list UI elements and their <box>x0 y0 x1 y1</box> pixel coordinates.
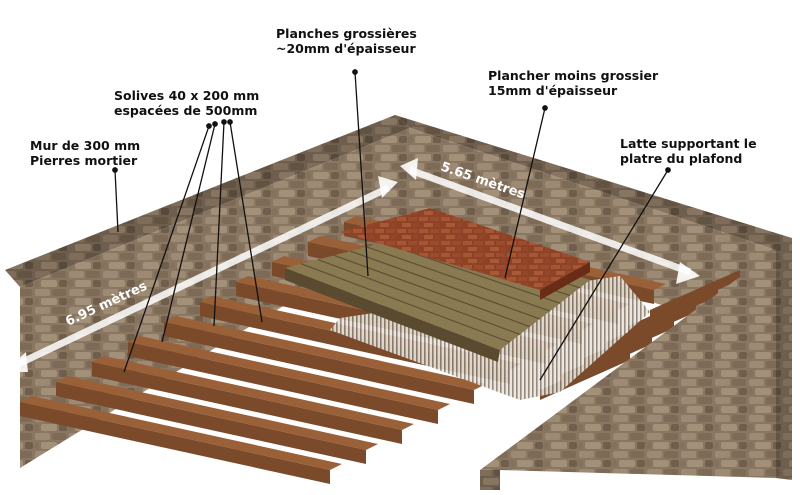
leader-wall <box>114 169 119 233</box>
label-joists-line2: espacées de 500mm <box>114 103 258 118</box>
arrowhead-back-icon <box>400 158 418 180</box>
wall-front-right <box>480 250 776 478</box>
finer-floor-edge <box>540 262 590 300</box>
wall-corner <box>480 470 500 490</box>
dimension-arrow-length <box>4 176 398 372</box>
label-joists: Solives 40 x 200 mm espacées de 500mm <box>114 88 259 118</box>
wall-top-left <box>5 115 410 287</box>
wall-top-front-right <box>776 238 792 480</box>
joist-top <box>56 376 378 450</box>
leader-joist-1 <box>123 125 210 373</box>
rough-planks-edge <box>285 268 500 362</box>
leader-finer-floor <box>504 107 546 279</box>
label-rough-planks-line1: Planches grossières <box>276 26 417 41</box>
dimension-arrow-width <box>400 158 700 284</box>
joist-far <box>650 270 740 320</box>
label-wall: Mur de 300 mm Pierres mortier <box>30 138 140 168</box>
label-lath: Latte supportant le platre du plafond <box>620 136 757 166</box>
joist-side <box>92 362 402 444</box>
arrowhead-right-icon <box>378 176 398 198</box>
label-finer-floor-line2: 15mm d'épaisseur <box>488 83 618 98</box>
joist-top <box>128 336 450 410</box>
joist-side <box>20 402 330 484</box>
leader-joist-4 <box>229 121 263 323</box>
joist-side <box>128 342 438 424</box>
label-finer-floor-line1: Plancher moins grossier <box>488 68 659 83</box>
plank-seam <box>333 254 531 328</box>
leader-lath <box>539 169 669 381</box>
arrowhead-front-icon <box>676 262 700 284</box>
joist-top <box>92 356 414 430</box>
arrowhead-left-icon <box>4 352 28 372</box>
label-rough-planks-line2: ~20mm d'épaisseur <box>276 41 416 56</box>
label-joists-line1: Solives 40 x 200 mm <box>114 88 260 103</box>
wall-top-right <box>395 115 792 250</box>
plank-seam <box>350 250 541 320</box>
label-lath-line1: Latte supportant le <box>620 136 757 151</box>
label-wall-line1: Mur de 300 mm <box>30 138 141 153</box>
plank-seam <box>317 258 521 336</box>
label-rough-planks: Planches grossières ~20mm d'épaisseur <box>276 26 417 56</box>
joist-top <box>164 316 486 390</box>
joist-side <box>56 382 366 464</box>
finer-floor-top <box>340 208 590 290</box>
label-finer-floor: Plancher moins grossier 15mm d'épaisseur <box>488 68 658 98</box>
plank-seam <box>301 263 511 343</box>
leader-lines <box>112 69 671 381</box>
leader-joist-2 <box>161 123 216 343</box>
leader-rough-planks <box>354 71 369 277</box>
joist-side <box>164 322 474 404</box>
plank-seam <box>366 246 551 312</box>
leader-joist-3 <box>213 121 225 327</box>
joist-top <box>20 396 342 470</box>
label-wall-line2: Pierres mortier <box>30 153 138 168</box>
label-lath-line2: platre du plafond <box>620 151 743 166</box>
